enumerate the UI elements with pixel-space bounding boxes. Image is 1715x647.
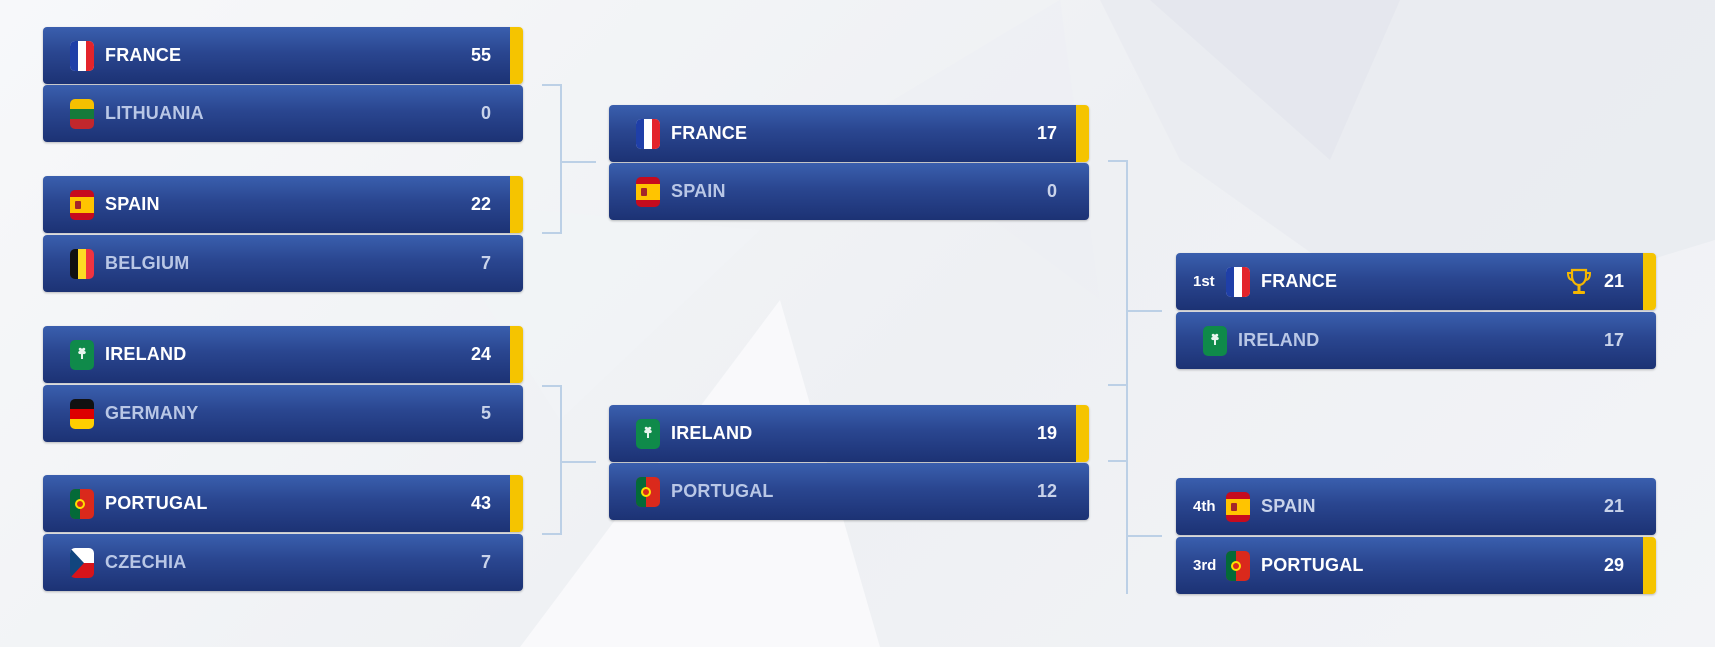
team-name: BELGIUM [105,253,190,273]
france-flag-icon [636,119,660,149]
match-row[interactable]: SPAIN 0 [609,163,1089,220]
portugal-flag-icon [1226,551,1250,581]
match-row[interactable]: IRELAND 24 [43,326,523,383]
team-name: CZECHIA [105,552,187,572]
portugal-flag-icon [70,489,94,519]
third-place-row[interactable]: 4th SPAIN 21 [1176,478,1656,535]
rank-label: 1st [1193,273,1215,290]
team-score: 7 [480,552,491,572]
rank-label: 4th [1193,498,1216,515]
team-name: LITHUANIA [105,103,204,123]
spain-flag-icon [636,177,660,207]
team-score: 17 [1036,123,1057,143]
ireland-flag-icon [70,340,94,370]
match-row[interactable]: GERMANY 5 [43,385,523,442]
match-row[interactable]: BELGIUM 7 [43,235,523,292]
match-row[interactable]: FRANCE 17 [609,105,1089,162]
team-name: PORTUGAL [671,481,774,501]
team-score: 0 [480,103,491,123]
team-name: SPAIN [671,181,726,201]
team-name: SPAIN [1261,496,1316,516]
team-score: 21 [1603,496,1624,516]
match-row[interactable]: SPAIN 22 [43,176,523,233]
czechia-flag-icon [70,548,94,578]
team-score: 55 [470,45,491,65]
team-score: 0 [1046,181,1057,201]
spain-flag-icon [70,190,94,220]
team-name: PORTUGAL [1261,555,1364,575]
france-flag-icon [70,41,94,71]
team-name: SPAIN [105,194,160,214]
ireland-flag-icon [1203,326,1227,356]
spain-flag-icon [1226,492,1250,522]
team-name: PORTUGAL [105,493,208,513]
team-name: FRANCE [105,45,182,65]
team-name: FRANCE [671,123,748,143]
team-score: 5 [480,403,491,423]
rank-label: 3rd [1193,557,1217,574]
match-row[interactable]: LITHUANIA 0 [43,85,523,142]
team-name: FRANCE [1261,271,1338,291]
team-score: 43 [470,493,491,513]
germany-flag-icon [70,399,94,429]
match-row[interactable]: CZECHIA 7 [43,534,523,591]
team-score: 17 [1603,330,1624,350]
trophy-icon [1566,267,1592,297]
lithuania-flag-icon [70,99,94,129]
team-name: IRELAND [105,344,187,364]
ireland-flag-icon [636,419,660,449]
portugal-flag-icon [636,477,660,507]
match-row[interactable]: FRANCE 55 [43,27,523,84]
third-place-row-winner[interactable]: 3rd PORTUGAL 29 [1176,537,1656,594]
team-score: 29 [1603,555,1624,575]
team-name: GERMANY [105,403,199,423]
match-row[interactable]: IRELAND 19 [609,405,1089,462]
belgium-flag-icon [70,249,94,279]
final-row-winner[interactable]: 1st FRANCE 21 [1176,253,1656,310]
team-score: 12 [1036,481,1057,501]
team-score: 7 [480,253,491,273]
final-row[interactable]: IRELAND 17 [1176,312,1656,369]
team-score: 21 [1603,271,1624,291]
france-flag-icon [1226,267,1250,297]
team-name: IRELAND [671,423,753,443]
team-name: IRELAND [1238,330,1320,350]
match-row[interactable]: PORTUGAL 43 [43,475,523,532]
team-score: 19 [1036,423,1057,443]
match-row[interactable]: PORTUGAL 12 [609,463,1089,520]
team-score: 22 [470,194,491,214]
team-score: 24 [470,344,491,364]
